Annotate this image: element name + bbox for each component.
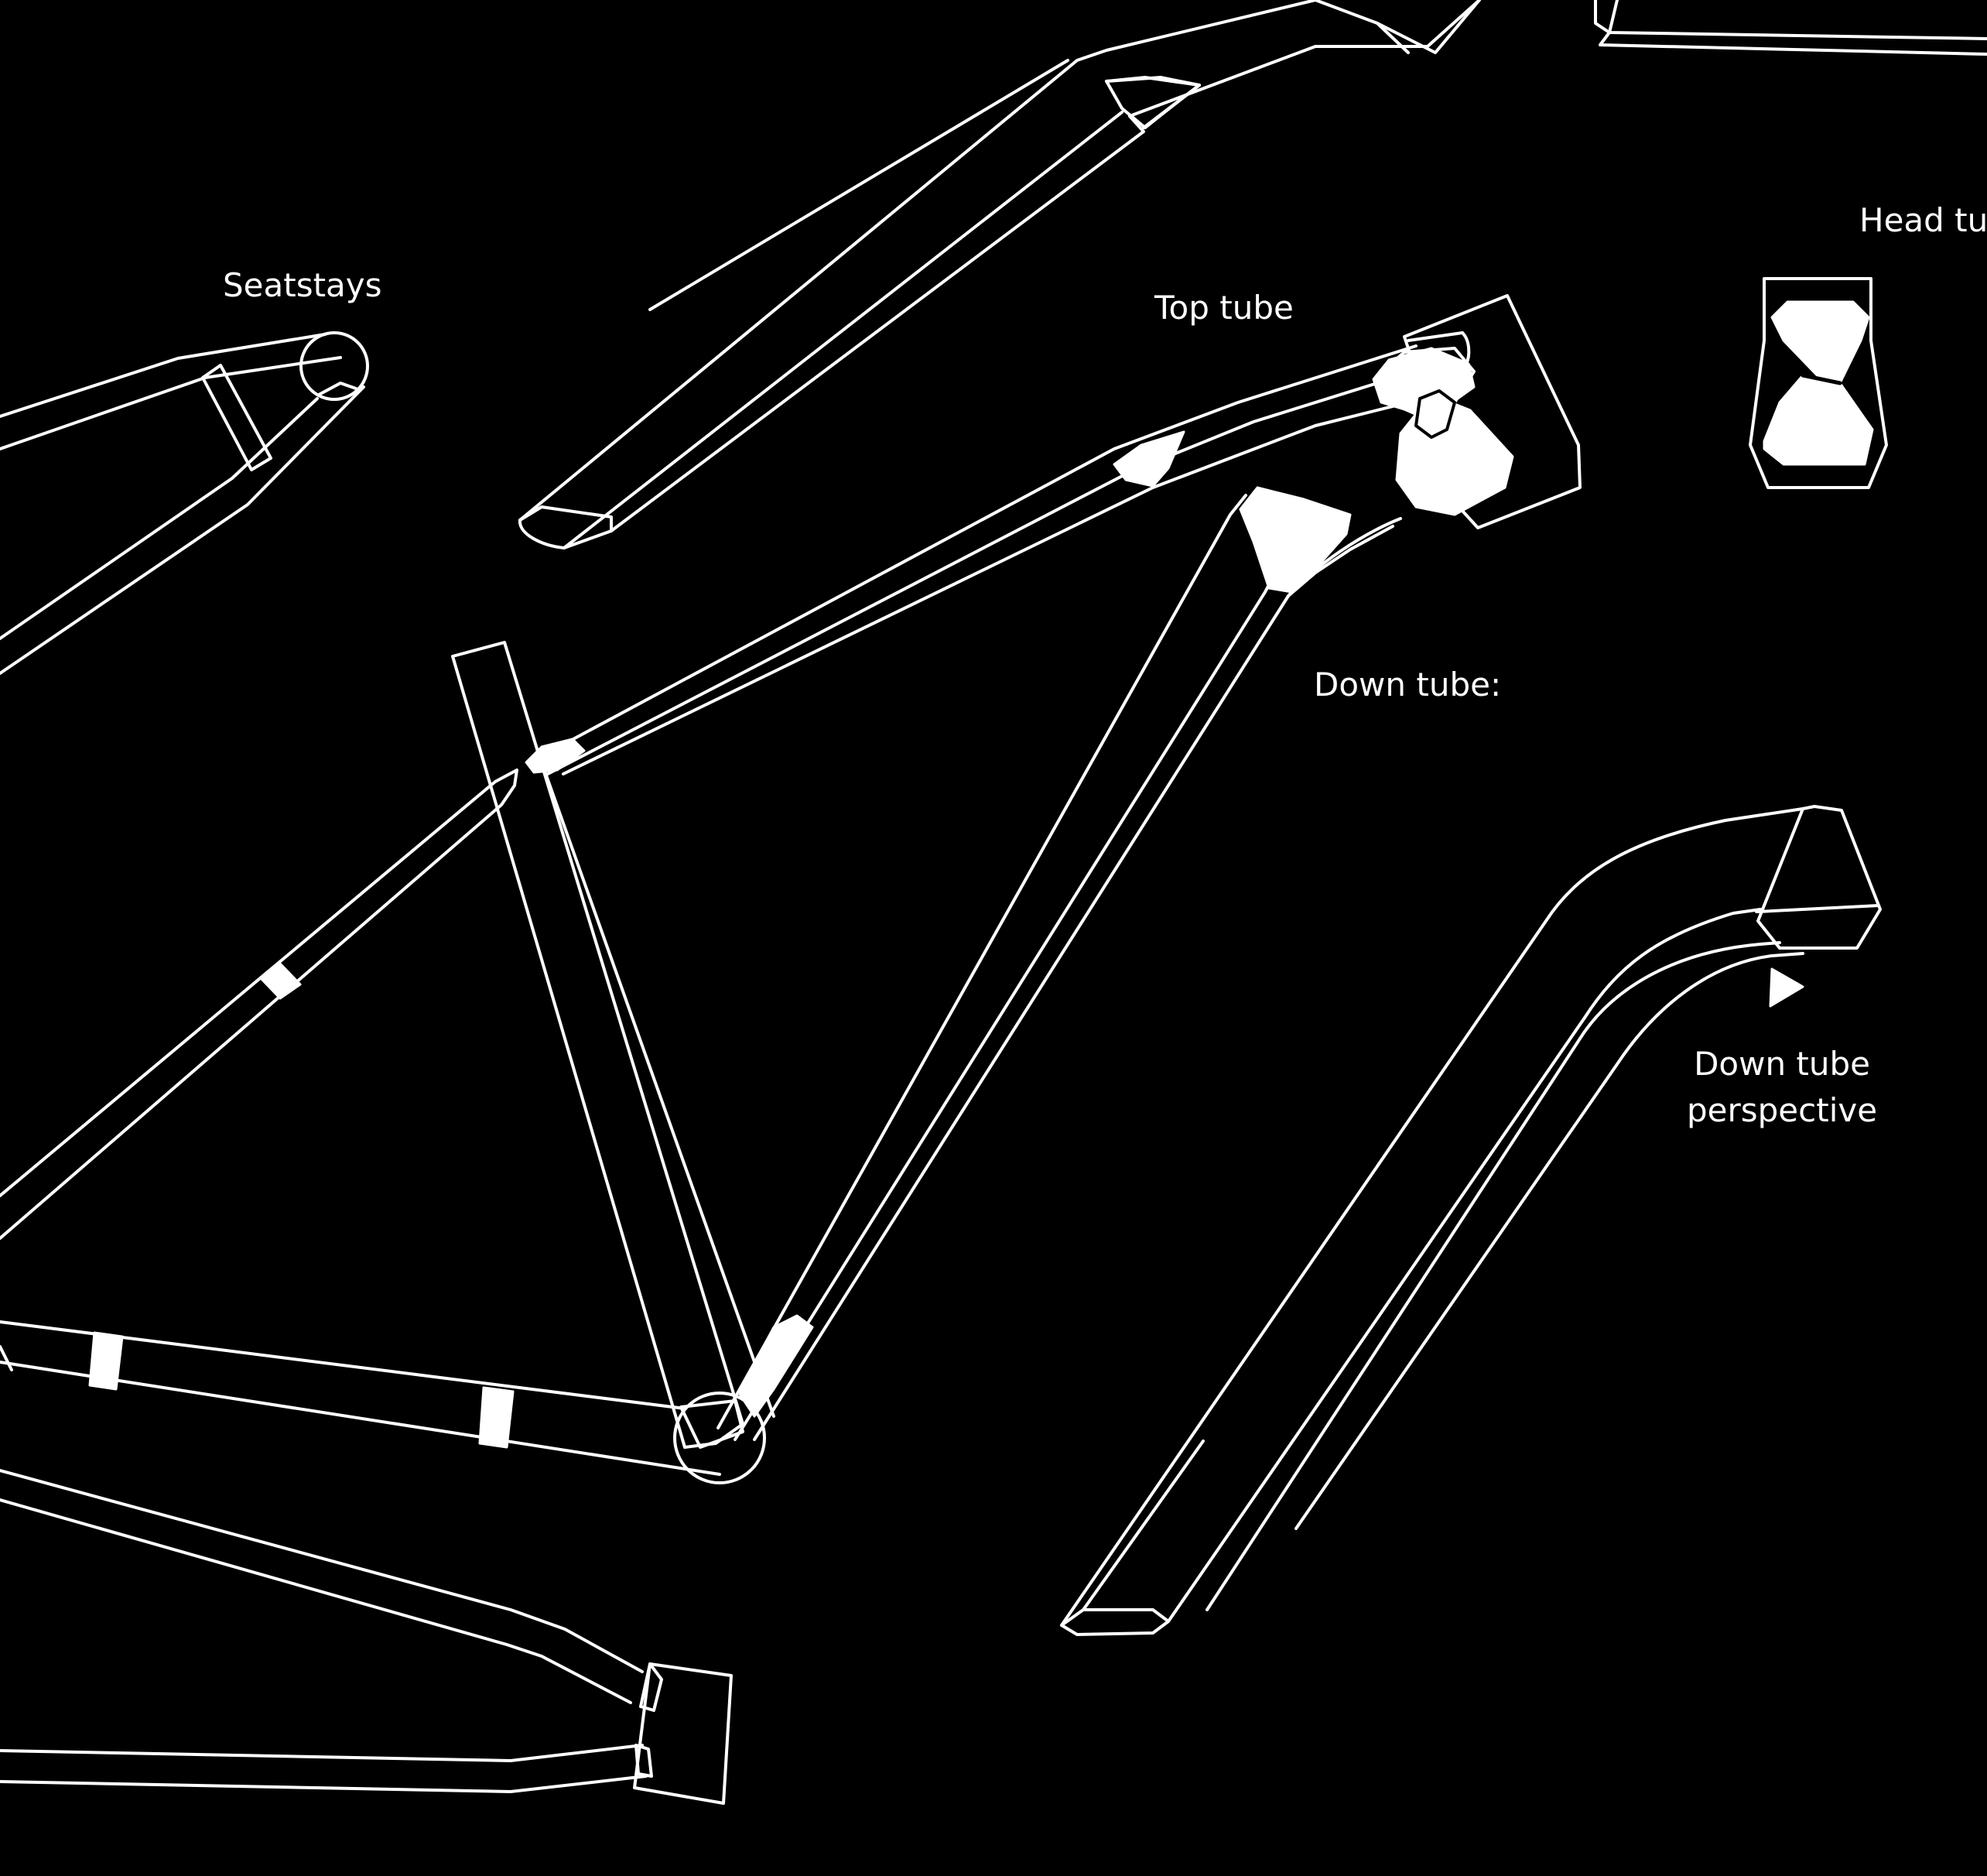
main-top-tube (525, 294, 1582, 775)
main-seat-tube (451, 641, 775, 1449)
main-seatstay (0, 769, 518, 1240)
seatstays-label: Seatstays (223, 266, 382, 304)
top-tube-perspective (518, 0, 1481, 549)
head-tube-drawing (1749, 277, 1888, 489)
down-tube-perspective-label: Down tube perspective (1687, 1041, 1877, 1134)
top-tube-label: Top tube (1154, 289, 1294, 327)
down-tube-label: Down tube: (1314, 666, 1502, 704)
down-tube-perspective-label-line1: Down tube (1694, 1045, 1871, 1083)
main-down-tube (716, 486, 1402, 1441)
main-chainstay (0, 1320, 721, 1476)
bottom-bracket (673, 1392, 766, 1484)
lower-chainstay-drawing (0, 1469, 733, 1805)
down-tube-perspective-label-line2: perspective (1687, 1091, 1878, 1129)
down-tube-perspective (1060, 805, 1882, 1636)
top-right-tube-fragment (1594, 0, 1987, 56)
seatstays-drawing (0, 331, 369, 675)
head-tube-label: Head tu (1859, 201, 1987, 239)
